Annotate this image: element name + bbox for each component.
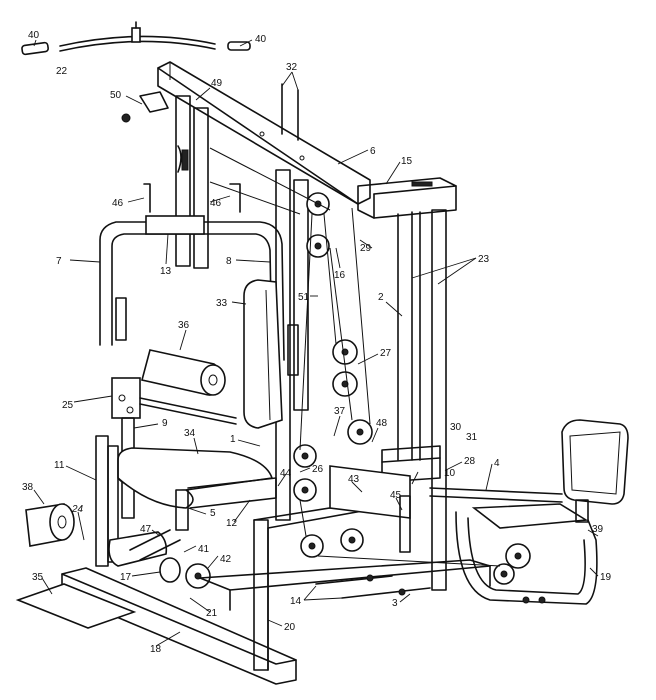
seat xyxy=(117,447,277,531)
callout-50: 50 xyxy=(110,90,122,101)
callout-5: 5 xyxy=(210,508,216,519)
callout-32: 32 xyxy=(286,62,298,73)
callout-28: 28 xyxy=(464,456,476,467)
callout-31: 31 xyxy=(466,432,478,443)
handle-right xyxy=(227,41,251,51)
callout-2: 2 xyxy=(378,292,384,303)
callout-3: 3 xyxy=(392,598,398,609)
callout-49: 49 xyxy=(211,78,223,89)
callout-40-right: 40 xyxy=(255,34,267,45)
top-bracket xyxy=(121,91,189,173)
leader-lines xyxy=(33,39,599,647)
callout-33: 33 xyxy=(216,298,228,309)
callout-17: 17 xyxy=(120,572,132,583)
pulleys xyxy=(293,192,531,585)
callout-24: 24 xyxy=(71,504,84,515)
callout-51: 51 xyxy=(298,292,310,303)
leg-press-backrest xyxy=(561,419,629,523)
callout-12: 12 xyxy=(226,518,238,529)
callout-45: 45 xyxy=(390,490,402,501)
callout-34: 34 xyxy=(184,428,196,439)
leg-developer xyxy=(108,529,211,589)
callout-20: 20 xyxy=(284,622,296,633)
callout-4: 4 xyxy=(494,458,500,469)
callout-10: 10 xyxy=(444,468,456,479)
callout-48: 48 xyxy=(376,418,388,429)
top-boom xyxy=(157,61,371,205)
upper-roller-pad xyxy=(141,349,226,396)
callout-7: 7 xyxy=(56,256,62,267)
callout-23: 23 xyxy=(478,254,490,265)
callout-6: 6 xyxy=(370,146,376,157)
callout-14: 14 xyxy=(290,596,302,607)
callout-1: 1 xyxy=(230,434,236,445)
leg-press-carriage xyxy=(429,487,598,605)
callout-42: 42 xyxy=(220,554,232,565)
callout-19: 19 xyxy=(600,572,612,583)
callout-46-right: 46 xyxy=(210,198,222,209)
callout-35: 35 xyxy=(32,572,44,583)
center-plate xyxy=(329,465,411,553)
callout-18: 18 xyxy=(150,644,162,655)
back-pad xyxy=(243,279,283,429)
callout-39: 39 xyxy=(592,524,604,535)
callout-labels: 40 40 22 32 50 49 6 15 46 46 29 7 13 8 1… xyxy=(22,30,612,655)
callout-11: 11 xyxy=(54,460,65,471)
callout-30: 30 xyxy=(450,422,462,433)
callout-38: 38 xyxy=(22,482,34,493)
callout-22: 22 xyxy=(56,66,68,77)
callout-27: 27 xyxy=(380,348,392,359)
lat-bar xyxy=(59,21,216,52)
callout-9: 9 xyxy=(162,418,168,429)
callout-21: 21 xyxy=(206,608,218,619)
callout-26: 26 xyxy=(312,464,324,475)
foot-plate xyxy=(15,583,137,629)
callout-40-left: 40 xyxy=(28,30,40,41)
guide-rods xyxy=(397,209,447,591)
callout-36: 36 xyxy=(178,320,190,331)
bolts xyxy=(315,574,431,599)
pins xyxy=(143,183,241,213)
cables xyxy=(209,147,501,567)
callout-29: 29 xyxy=(360,243,372,254)
callout-46-left: 46 xyxy=(112,198,124,209)
weight-stack-base xyxy=(381,445,441,483)
press-arm-frame xyxy=(99,215,299,376)
callout-44: 44 xyxy=(280,468,292,479)
callout-37: 37 xyxy=(334,406,346,417)
front-upright-left xyxy=(175,95,209,269)
callout-8: 8 xyxy=(226,256,232,267)
callout-41: 41 xyxy=(198,544,210,555)
callout-15: 15 xyxy=(401,156,413,167)
callout-47: 47 xyxy=(140,524,152,535)
cable-bolts xyxy=(281,83,299,141)
callout-25: 25 xyxy=(62,400,74,411)
callout-13: 13 xyxy=(160,266,172,277)
lower-roller-pad xyxy=(25,503,75,547)
callout-43: 43 xyxy=(348,474,360,485)
front-frame xyxy=(253,499,391,671)
callout-16: 16 xyxy=(334,270,346,281)
weight-stack-top-plate xyxy=(357,177,457,219)
